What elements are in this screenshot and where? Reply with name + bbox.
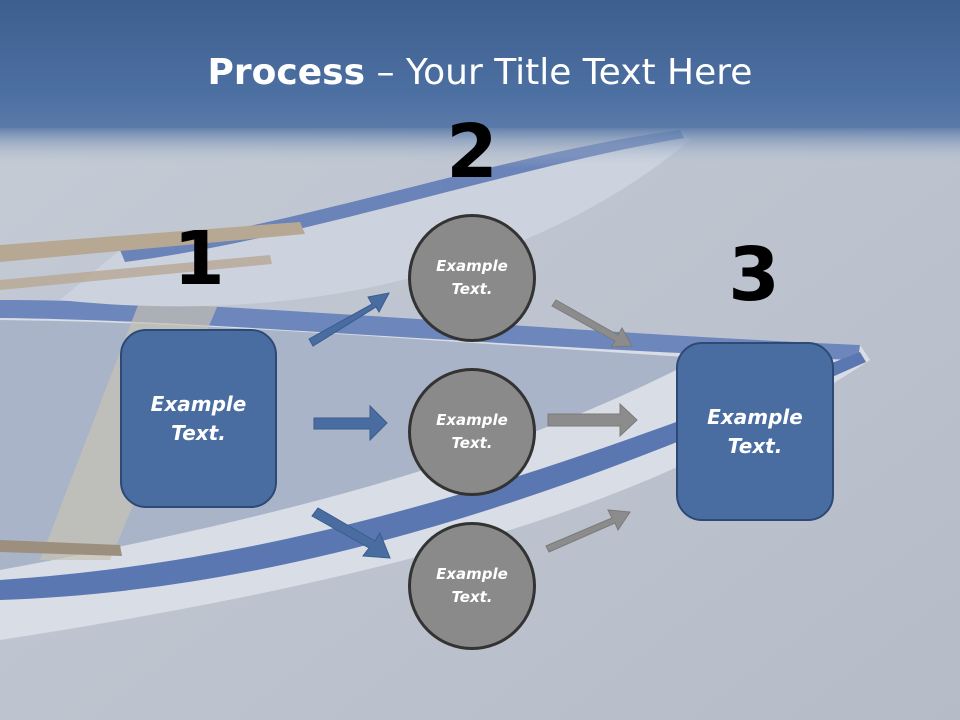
process-circle-2: Example Text. [408,368,536,496]
process-circle-1: Example Text. [408,214,536,342]
step-number-2: 2 [446,109,498,195]
process-box-1: Example Text. [120,329,277,508]
step-number-3: 3 [728,232,780,318]
title-bold: Process [207,52,366,93]
process-circle-3: Example Text. [408,522,536,650]
slide-title: Process – Your Title Text Here [0,52,960,93]
process-box-3: Example Text. [676,342,834,521]
step-number-1: 1 [173,216,225,302]
title-rest: – Your Title Text Here [365,52,753,93]
